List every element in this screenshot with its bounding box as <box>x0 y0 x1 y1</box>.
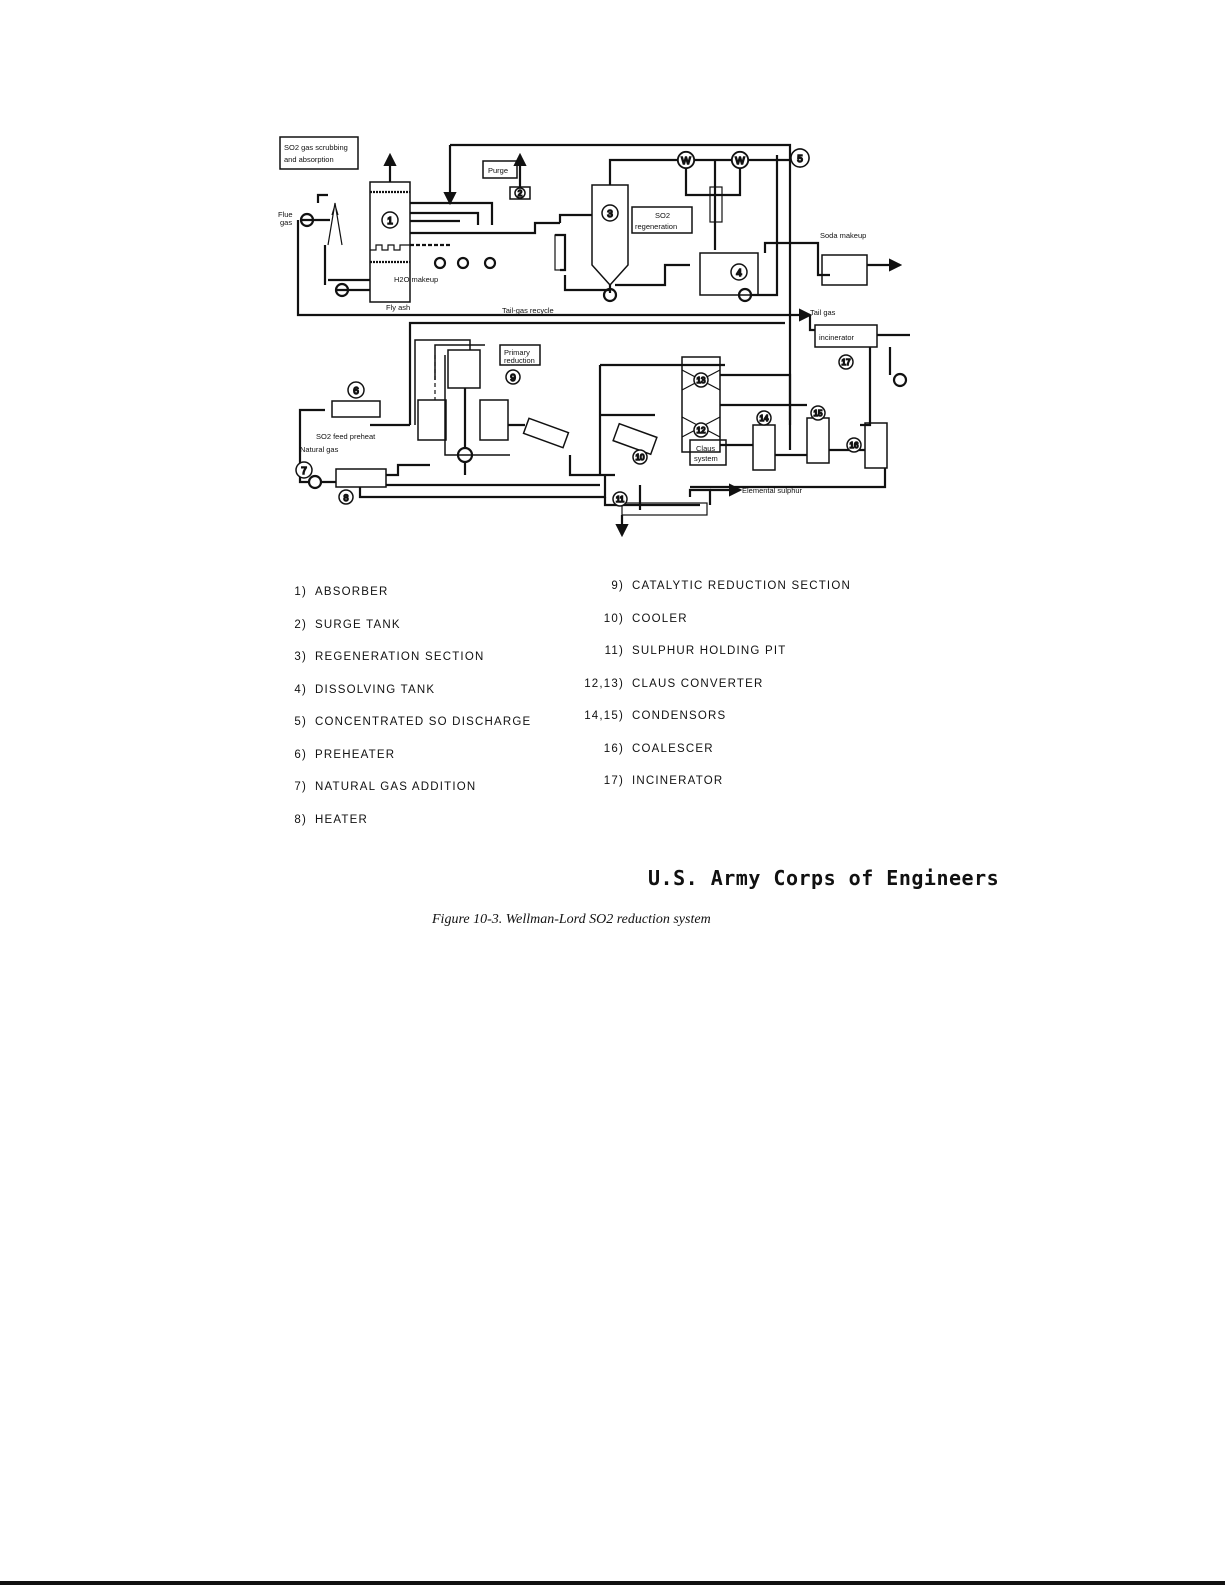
unit-9-marker: 9 <box>505 369 521 385</box>
label-claus-2: system <box>694 454 718 463</box>
unit-1-marker: 1 <box>381 211 399 229</box>
svg-text:16: 16 <box>850 441 859 450</box>
absorber-column <box>369 181 411 303</box>
label-primary-reduction-1: Primary <box>504 348 530 357</box>
legend-right: 9)CATALYTIC REDUCTION SECTION 10)COOLER … <box>560 580 851 808</box>
legend-item: 14,15)CONDENSORS <box>584 710 727 722</box>
source-credit: U.S. Army Corps of Engineers <box>648 866 1000 890</box>
svg-text:11: 11 <box>616 495 625 504</box>
unit-3-marker: 3 <box>601 204 619 222</box>
unit-10-marker: 10 <box>632 449 648 465</box>
label-purge: Purge <box>488 166 508 175</box>
unit-11-marker: 11 <box>612 491 628 507</box>
label-scrubbing-line1: SO2 gas scrubbing <box>284 143 348 152</box>
label-flue-gas-2: gas <box>280 218 292 227</box>
unit-7-marker: 7 <box>295 461 313 479</box>
label-fly-ash: Fly ash <box>386 303 410 312</box>
legend-item: 6)PREHEATER <box>294 748 396 761</box>
unit-13-marker: 13 <box>693 372 709 388</box>
svg-text:12: 12 <box>697 426 706 435</box>
label-flue-gas-1: Flue <box>278 210 293 219</box>
svg-text:6: 6 <box>353 386 359 397</box>
svg-text:15: 15 <box>814 409 823 418</box>
label-elemental-sulphur: Elemental sulphur <box>742 486 803 495</box>
legend-item: 5)CONCENTRATED SO DISCHARGE <box>294 716 532 728</box>
condenser-w-right: W <box>731 151 749 169</box>
svg-text:2: 2 <box>518 189 523 198</box>
svg-text:8: 8 <box>343 493 348 503</box>
svg-text:7: 7 <box>301 466 307 477</box>
condenser-w-left: W <box>677 151 695 169</box>
label-incinerator: incinerator <box>819 333 855 342</box>
legend-item: 9)CATALYTIC REDUCTION SECTION <box>611 580 851 592</box>
label-primary-reduction-2: reduction <box>504 356 535 365</box>
scrubbing-label-box <box>279 136 359 170</box>
legend-item: 7)NATURAL GAS ADDITION <box>294 781 477 793</box>
label-so2-regen-1: SO2 <box>655 211 670 220</box>
unit-15-marker: 15 <box>810 405 826 421</box>
unit-8-marker: 8 <box>338 489 354 505</box>
label-scrubbing-line2: and absorption <box>284 155 334 164</box>
legend-item: 11)SULPHUR HOLDING PIT <box>604 645 787 657</box>
legend-item: 4)DISSOLVING TANK <box>294 683 436 696</box>
unit-12-marker: 12 <box>693 422 709 438</box>
svg-text:13: 13 <box>697 376 706 385</box>
legend-item: 12,13)CLAUS CONVERTER <box>584 677 764 690</box>
svg-text:14: 14 <box>760 414 769 423</box>
svg-text:W: W <box>735 156 745 167</box>
svg-text:3: 3 <box>607 209 613 220</box>
label-so2-regen-2: regeneration <box>635 222 677 231</box>
legend-item: 1)ABSORBER <box>294 586 389 598</box>
label-so2-feed-preheat: SO2 feed preheat <box>316 432 376 441</box>
process-flow-diagram: 1 2 3 4 5 6 7 8 9 10 11 12 13 14 15 16 1… <box>278 136 910 538</box>
label-tail-gas: Tail gas <box>810 308 836 317</box>
unit-14-marker: 14 <box>756 410 772 426</box>
legend-item: 3)REGENERATION SECTION <box>294 651 485 663</box>
label-natural-gas: Natural gas <box>300 445 339 454</box>
label-h2o-makeup: H2O makeup <box>394 275 438 284</box>
svg-text:9: 9 <box>510 373 516 384</box>
svg-text:10: 10 <box>636 453 645 462</box>
unit-17-marker: 17 <box>838 354 854 370</box>
legend-left: 1)ABSORBER 2)SURGE TANK 3)REGENERATION S… <box>285 586 531 846</box>
unit-2-marker: 2 <box>514 187 526 199</box>
legend-item: 16)COALESCER <box>603 742 714 755</box>
figure-caption: Figure 10-3. Wellman-Lord SO2 reduction … <box>432 912 711 927</box>
svg-text:1: 1 <box>387 216 393 227</box>
label-soda-makeup: Soda makeup <box>820 231 866 240</box>
legend-item: 17)INCINERATOR <box>603 775 724 787</box>
label-claus-1: Claus <box>696 444 715 453</box>
unit-16-marker: 16 <box>846 437 862 453</box>
page-bottom-rule <box>0 1581 1225 1585</box>
svg-text:17: 17 <box>842 358 851 367</box>
legend-item: 10)COOLER <box>603 612 688 625</box>
svg-text:W: W <box>681 156 691 167</box>
label-tail-gas-recycle: Tail-gas recycle <box>502 306 554 315</box>
legend-item: 2)SURGE TANK <box>294 618 401 631</box>
legend-item: 8)HEATER <box>294 813 368 826</box>
svg-text:4: 4 <box>736 268 742 279</box>
unit-5-marker: 5 <box>790 148 810 168</box>
svg-text:5: 5 <box>797 154 803 165</box>
unit-4-marker: 4 <box>730 263 748 281</box>
unit-6-marker: 6 <box>347 381 365 399</box>
